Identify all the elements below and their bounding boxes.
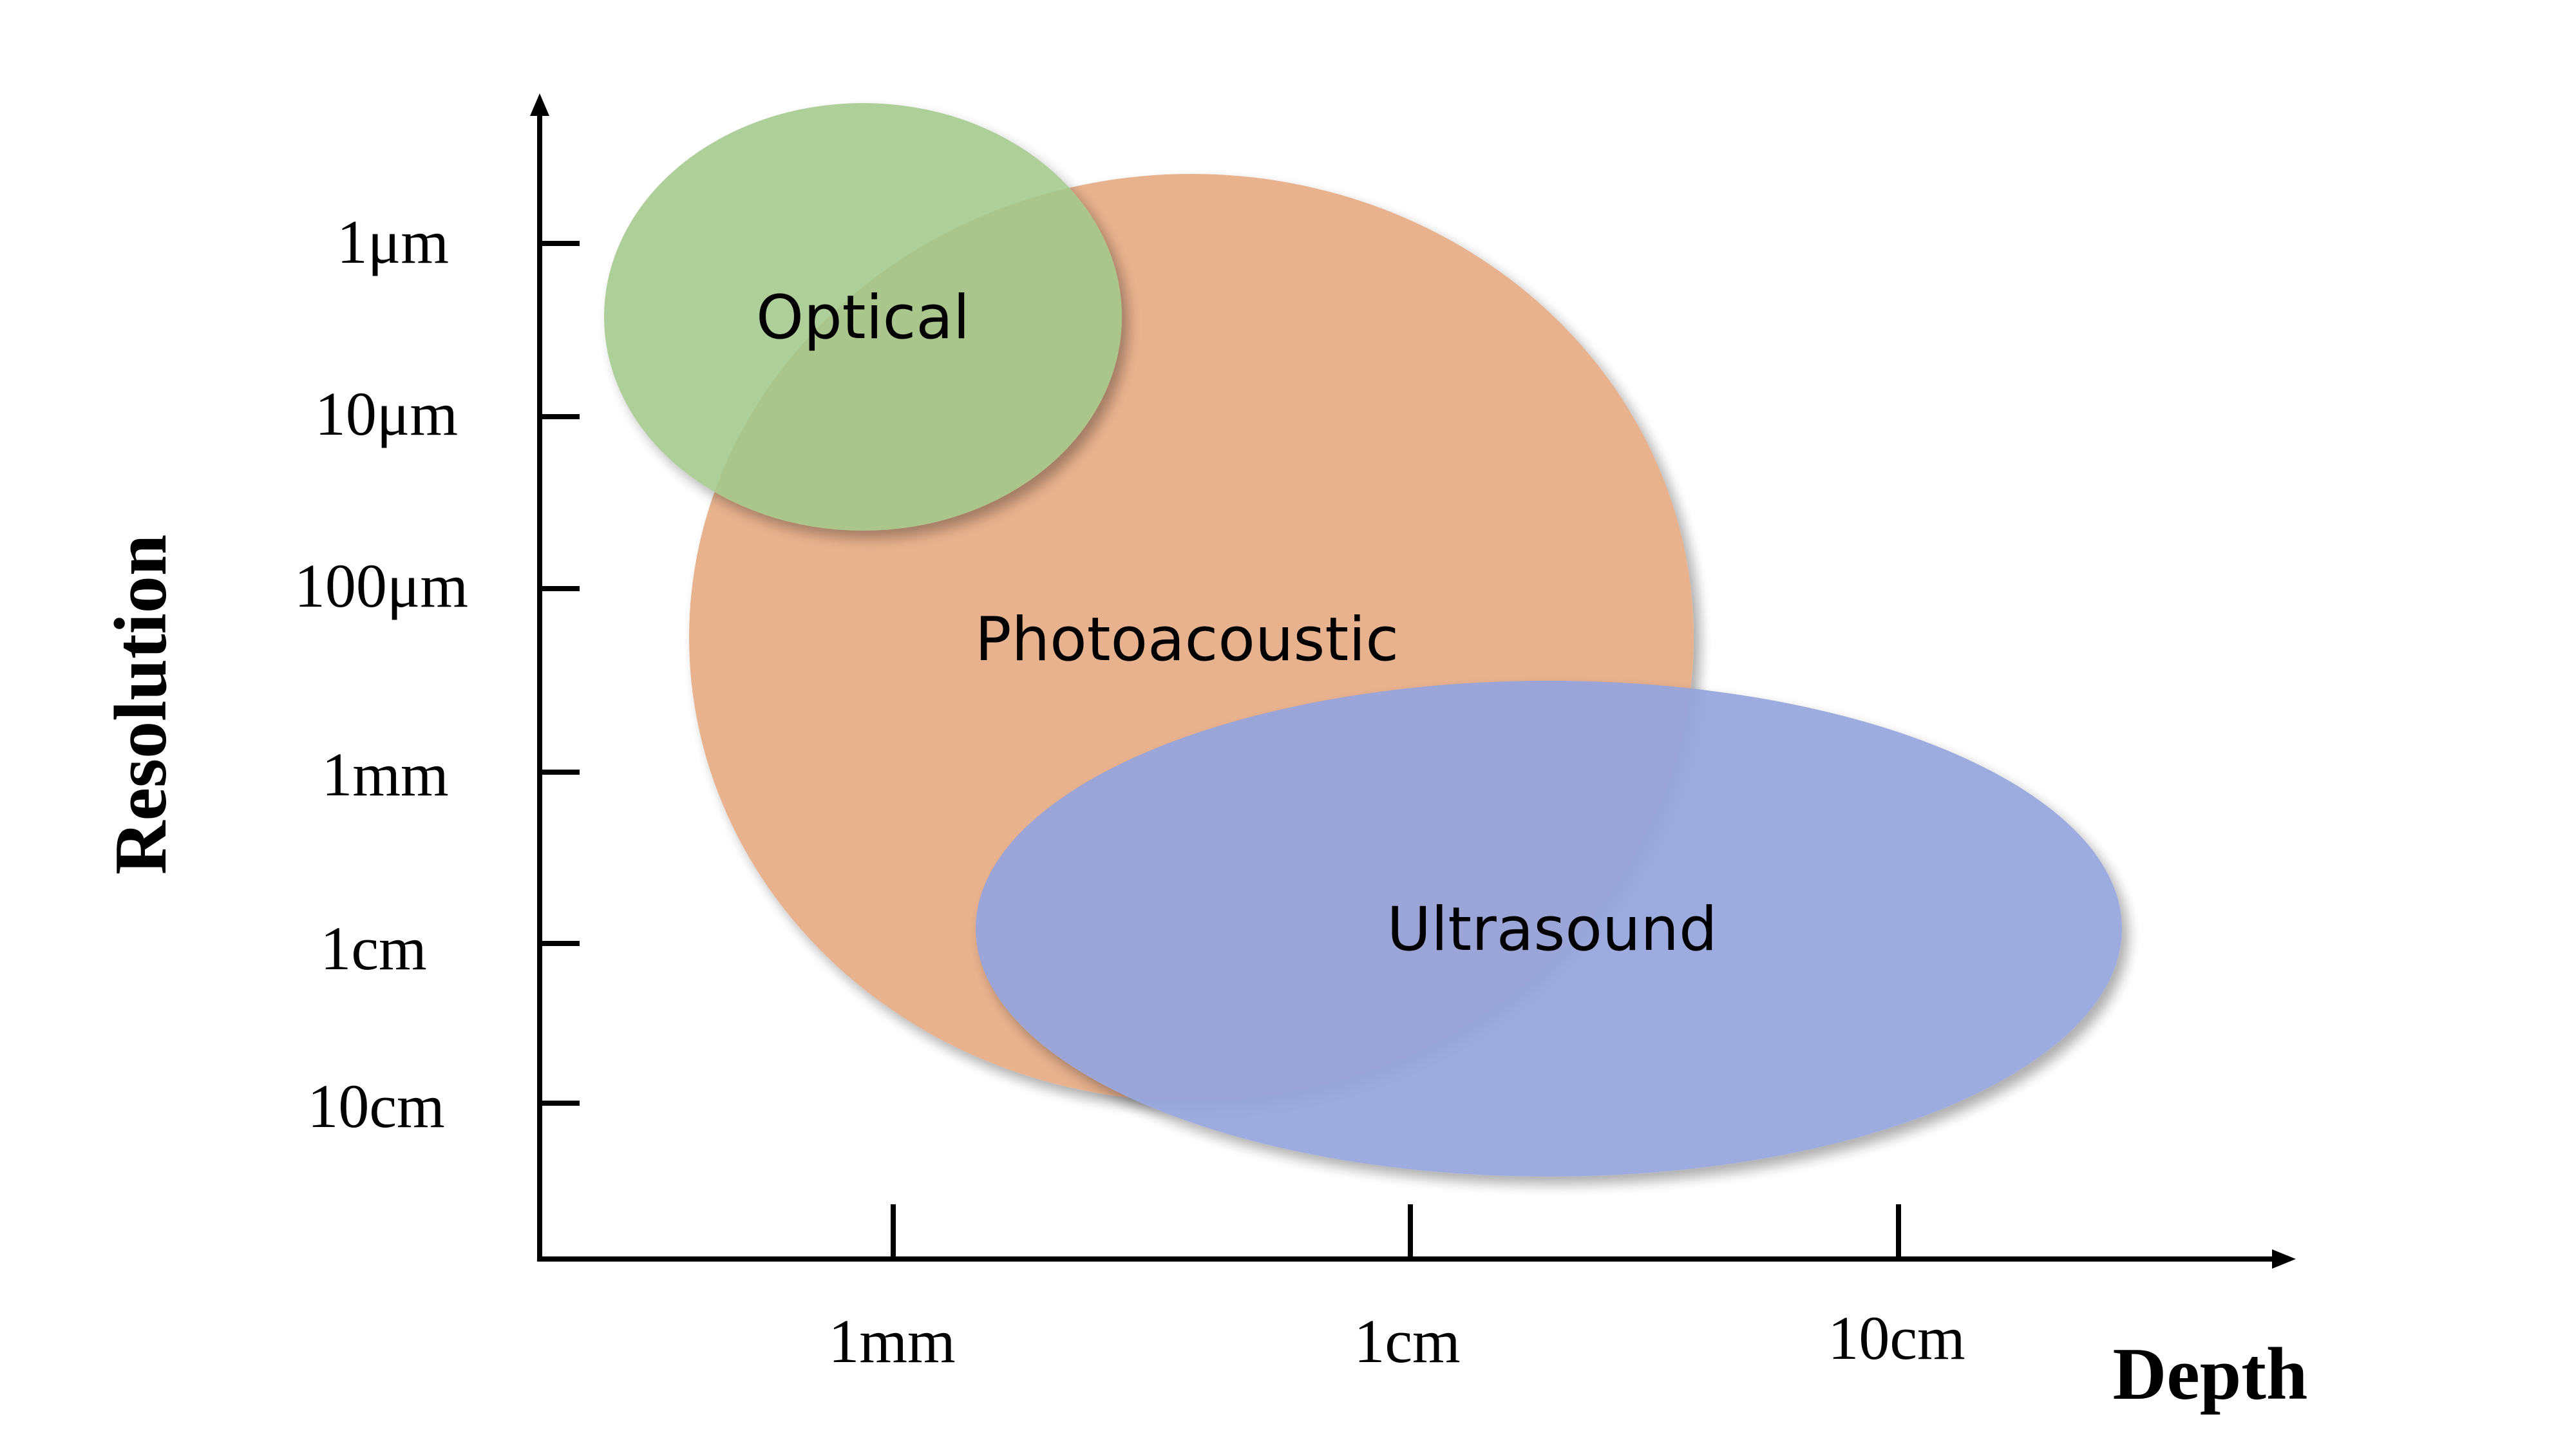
y-tick-label: 1cm [320,914,426,983]
x-axis-title: Depth [2113,1333,2308,1416]
photoacoustic-label: Photoacoustic [975,605,1399,675]
y-axis-title: Resolution [100,535,182,875]
x-tick-label: 1mm [828,1307,955,1376]
y-tick-label: 10cm [307,1072,444,1141]
y-axis-arrowhead [530,93,549,116]
x-tick-label: 10cm [1828,1303,1965,1372]
y-tick-label: 10μm [315,379,458,448]
y-tick-label: 100μm [294,551,468,620]
ultrasound-region [976,681,2122,1177]
ultrasound-label: Ultrasound [1387,895,1717,965]
optical-region [604,103,1122,531]
x-tick-label: 1cm [1354,1307,1460,1376]
optical-label: Optical [756,283,970,353]
y-tick-label: 1mm [321,740,448,809]
y-tick-label: 1μm [337,207,449,276]
x-axis-arrowhead [2272,1249,2296,1269]
